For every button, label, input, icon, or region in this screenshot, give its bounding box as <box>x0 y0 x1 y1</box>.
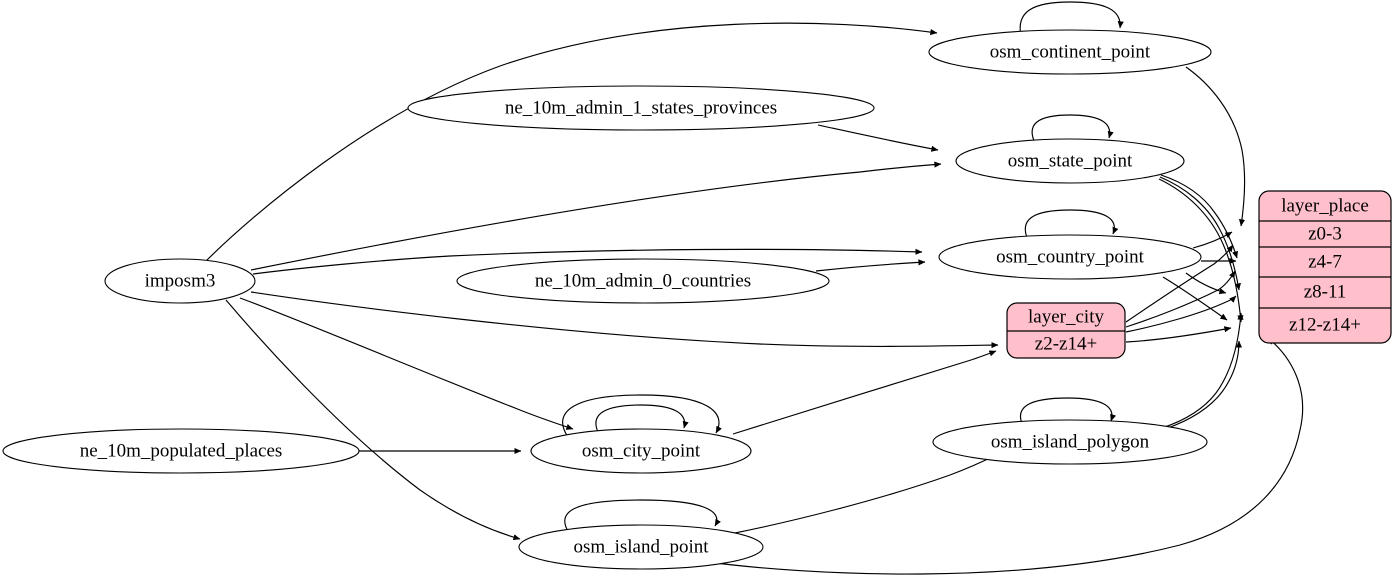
node-label-ne-countries: ne_10m_admin_0_countries <box>535 270 751 291</box>
edge-layer-city-to-z12-z14 <box>1125 326 1232 343</box>
selfloop-osm-country-point <box>1024 209 1119 241</box>
edge-imposm3-to-osm-city-point <box>239 297 574 430</box>
node-osm-island-polygon[interactable]: osm_island_polygon <box>932 419 1208 465</box>
edge-osm-island-point-to-osm-island-polygon <box>729 454 997 535</box>
selfloop-outer-osm-city-point <box>562 394 722 438</box>
node-label-osm-island-point: osm_island_point <box>573 536 709 557</box>
node-label-imposm3: imposm3 <box>145 270 216 291</box>
node-osm-state-point[interactable]: osm_state_point <box>955 138 1185 184</box>
node-imposm3[interactable]: imposm3 <box>104 258 256 304</box>
edges-layer <box>204 1 1304 575</box>
edge-osm-city-point-to-layer-city <box>732 350 997 435</box>
edge-osm-island-polygon-to-z8-11 <box>1161 312 1244 429</box>
edge-imposm3-to-osm-state-point <box>250 161 942 271</box>
records-layer: layer_city z2-z14+ layer_place z0-3 z4-7… <box>1006 190 1392 359</box>
record-row-layer-place-z12-z14[interactable]: z12-z14+ <box>1289 314 1361 335</box>
edge-imposm3-to-osm-continent-point <box>204 22 938 263</box>
edge-osm-island-polygon-to-z12-z14 <box>1164 340 1243 430</box>
node-ne-10m-admin-0-countries[interactable]: ne_10m_admin_0_countries <box>456 258 830 304</box>
selfloop-osm-island-polygon <box>1019 397 1117 427</box>
selfloop-osm-island-point <box>564 499 721 534</box>
node-label-osm-city-point: osm_city_point <box>582 440 701 461</box>
record-layer-city[interactable]: layer_city z2-z14+ <box>1006 302 1126 359</box>
edge-osm-state-point-to-z12-z14 <box>1158 178 1244 323</box>
node-label-osm-country-point: osm_country_point <box>996 246 1144 267</box>
edge-layer-city-to-z4-7 <box>1125 270 1236 328</box>
edge-osm-country-point-to-z0-3 <box>1192 231 1233 249</box>
edge-layer-city-to-z8-11 <box>1125 295 1237 333</box>
node-ne-10m-admin-1-states-provinces[interactable]: ne_10m_admin_1_states_provinces <box>407 85 875 131</box>
edge-osm-country-point-to-z8-11 <box>1185 272 1227 295</box>
node-osm-city-point[interactable]: osm_city_point <box>530 428 752 474</box>
record-layer-place[interactable]: layer_place z0-3 z4-7 z8-11 z12-z14+ <box>1258 190 1392 344</box>
selfloop-osm-state-point <box>1031 114 1114 144</box>
edge-imposm3-to-osm-country-point <box>252 248 923 275</box>
record-row-layer-place-z4-7[interactable]: z4-7 <box>1308 251 1342 272</box>
node-label-ne-populated: ne_10m_populated_places <box>80 440 283 461</box>
record-row-layer-city-0[interactable]: z2-z14+ <box>1035 333 1097 354</box>
record-title-layer-place: layer_place <box>1281 195 1369 216</box>
node-osm-island-point[interactable]: osm_island_point <box>518 524 764 570</box>
record-row-layer-place-z0-3[interactable]: z0-3 <box>1308 223 1342 244</box>
selfloop-inner-osm-city-point <box>595 404 689 433</box>
node-osm-country-point[interactable]: osm_country_point <box>938 234 1202 280</box>
edge-imposm3-to-osm-island-point <box>225 299 521 541</box>
edge-ne-states-to-osm-state-point <box>817 124 939 152</box>
record-title-layer-city: layer_city <box>1028 306 1104 327</box>
record-row-layer-place-z8-11[interactable]: z8-11 <box>1304 281 1347 302</box>
edge-osm-continent-point-to-z0-3 <box>1185 66 1246 227</box>
node-ne-10m-populated-places[interactable]: ne_10m_populated_places <box>2 428 360 474</box>
edge-imposm3-to-layer-city <box>250 291 999 349</box>
node-label-osm-state-point: osm_state_point <box>1008 150 1133 171</box>
node-label-osm-continent-point: osm_continent_point <box>990 41 1151 62</box>
edge-osm-island-point-to-z12-z14 <box>699 337 1304 575</box>
nodes-layer: imposm3 ne_10m_admin_1_states_provinces … <box>2 29 1212 570</box>
edge-ne-countries-to-osm-country-point <box>815 259 926 272</box>
node-label-osm-island-polygon: osm_island_polygon <box>991 431 1150 452</box>
node-label-ne-states: ne_10m_admin_1_states_provinces <box>505 97 777 118</box>
edge-layer-city-to-z0-3 <box>1125 244 1234 323</box>
selfloop-osm-continent-point <box>1019 1 1124 37</box>
node-osm-continent-point[interactable]: osm_continent_point <box>928 29 1212 75</box>
